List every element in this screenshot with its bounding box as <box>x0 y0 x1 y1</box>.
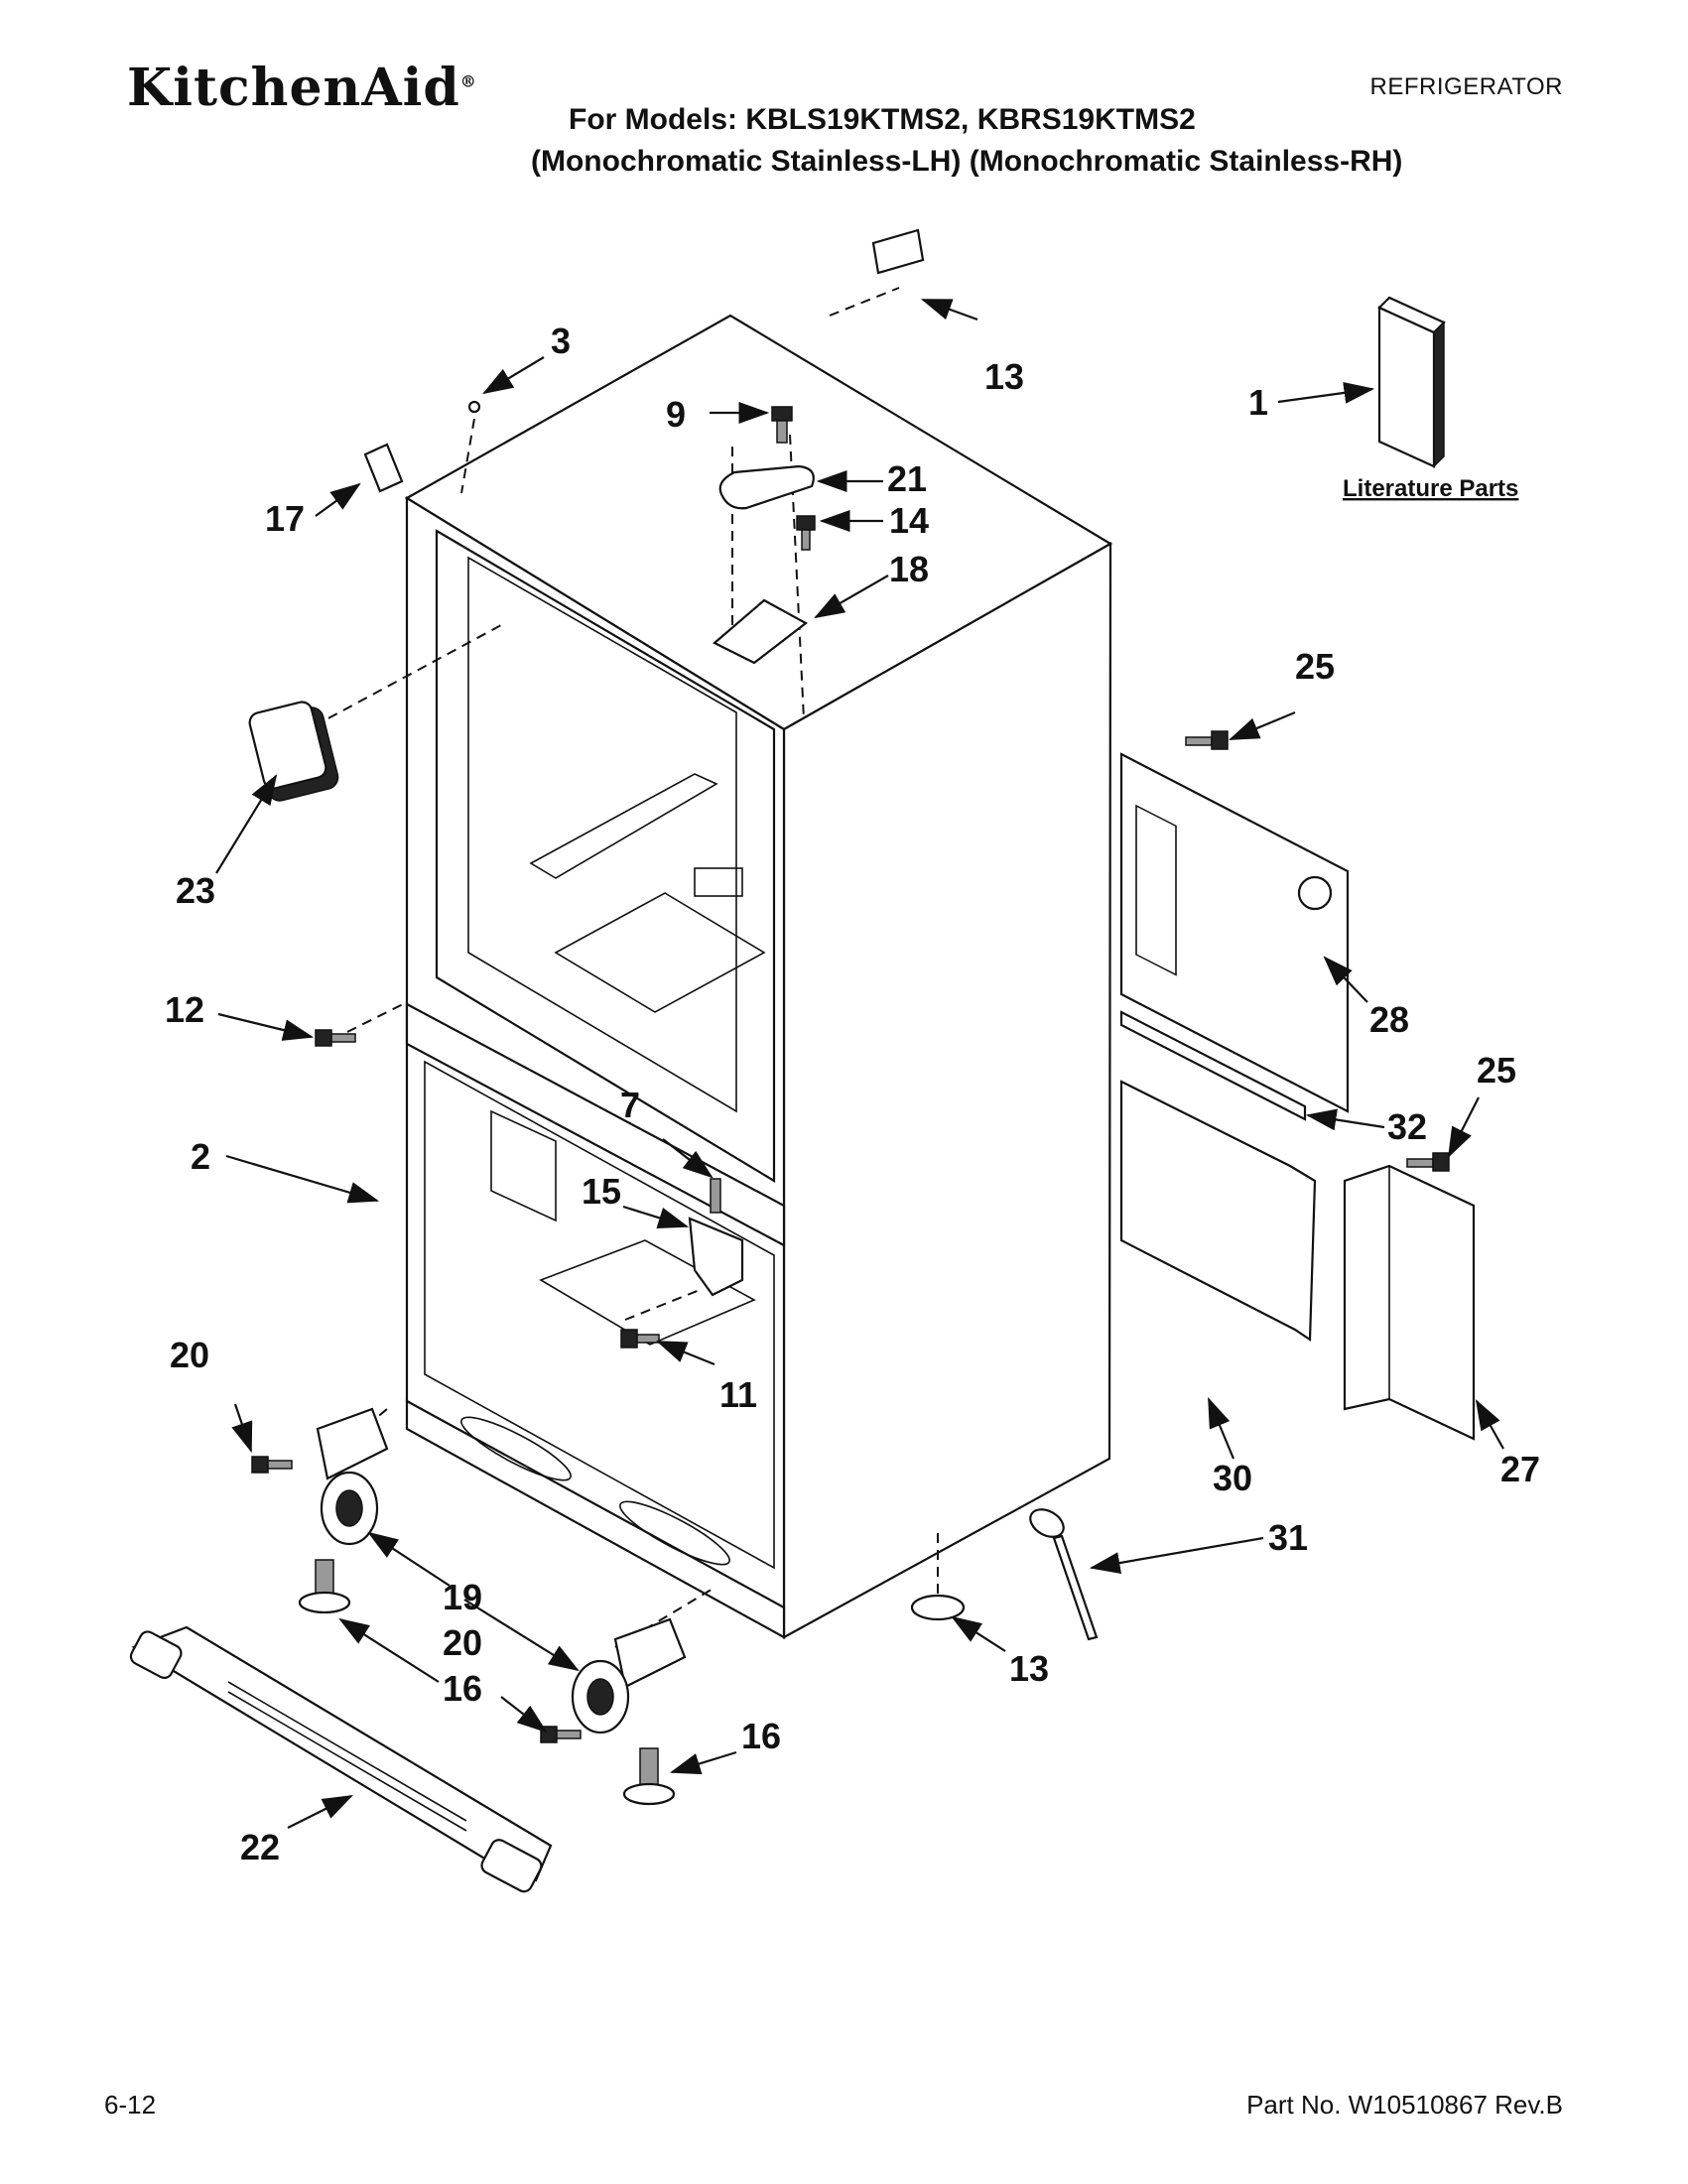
callout-28: 28 <box>1369 999 1409 1040</box>
callout-18: 18 <box>889 549 929 589</box>
callout-15: 15 <box>582 1171 621 1212</box>
rear-bumper <box>910 1594 966 1621</box>
callout-14: 14 <box>889 500 929 541</box>
lower-hinge-parts <box>688 1178 744 1297</box>
callout-9: 9 <box>666 394 686 435</box>
hinge-screw-14 <box>796 515 816 551</box>
callout-16-right: 16 <box>741 1716 781 1756</box>
side-screw-12 <box>315 1029 356 1047</box>
callout-13-bottom: 13 <box>1009 1648 1049 1689</box>
tape-part <box>363 443 404 493</box>
top-label-part <box>871 228 925 275</box>
base-grille <box>129 1625 553 1893</box>
callout-20-right: 20 <box>443 1622 482 1663</box>
hinge-screw <box>771 406 793 444</box>
rear-panel <box>1119 1080 1317 1343</box>
callout-12: 12 <box>165 989 204 1030</box>
rear-access-cover <box>1119 752 1350 1113</box>
callout-3: 3 <box>551 321 571 361</box>
top-hinge <box>713 598 809 665</box>
callout-2: 2 <box>191 1136 210 1177</box>
part-number: Part No. W10510867 Rev.B <box>1246 2090 1563 2120</box>
callout-17: 17 <box>265 498 305 539</box>
callout-13-top: 13 <box>984 356 1024 397</box>
top-screw <box>467 400 481 414</box>
foam-strip <box>1119 1010 1307 1121</box>
page-number: 6-12 <box>104 2090 157 2120</box>
callout-19: 19 <box>443 1577 482 1617</box>
literature-parts-label: Literature Parts <box>1343 475 1518 502</box>
lower-screw-11 <box>620 1329 660 1349</box>
callout-23: 23 <box>176 870 215 911</box>
leveling-leg-right <box>622 1747 676 1806</box>
bracket-screw-20a <box>251 1456 293 1474</box>
callout-16-left: 16 <box>443 1668 482 1709</box>
callout-22: 22 <box>240 1827 280 1867</box>
callout-7: 7 <box>620 1085 640 1125</box>
callout-1: 1 <box>1248 382 1268 423</box>
models-title: For Models: KBLS19KTMS2, KBRS19KTMS2 <box>569 103 1196 136</box>
callout-31: 31 <box>1268 1517 1308 1558</box>
callout-32: 32 <box>1387 1106 1427 1147</box>
callout-25-top: 25 <box>1295 646 1335 687</box>
front-roller-right <box>571 1617 687 1734</box>
brand-name: KitchenAid <box>127 58 460 118</box>
leveling-leg-left <box>298 1559 351 1614</box>
front-roller-left <box>316 1407 389 1546</box>
callout-21: 21 <box>887 458 927 499</box>
variants-subtitle: (Monochromatic Stainless-LH) (Monochroma… <box>531 145 1403 178</box>
callout-27: 27 <box>1500 1449 1540 1489</box>
literature-booklet <box>1377 296 1446 468</box>
callout-20-left: 20 <box>170 1335 209 1375</box>
callout-25-right: 25 <box>1477 1050 1516 1091</box>
rear-screw-25b <box>1406 1152 1450 1172</box>
wrench-tool <box>1029 1508 1099 1641</box>
refrigerator-cabinet <box>404 314 1113 1639</box>
callout-11: 11 <box>719 1374 757 1415</box>
bracket-screw-20b <box>540 1726 582 1743</box>
compressor-cover <box>1343 1164 1476 1441</box>
rear-screw-25a <box>1185 730 1229 750</box>
callout-30: 30 <box>1213 1458 1252 1498</box>
hinge-cover <box>718 464 815 510</box>
control-module <box>248 701 339 802</box>
category-label: REFRIGERATOR <box>1369 73 1563 100</box>
brand-logo: KitchenAid® <box>127 58 477 118</box>
